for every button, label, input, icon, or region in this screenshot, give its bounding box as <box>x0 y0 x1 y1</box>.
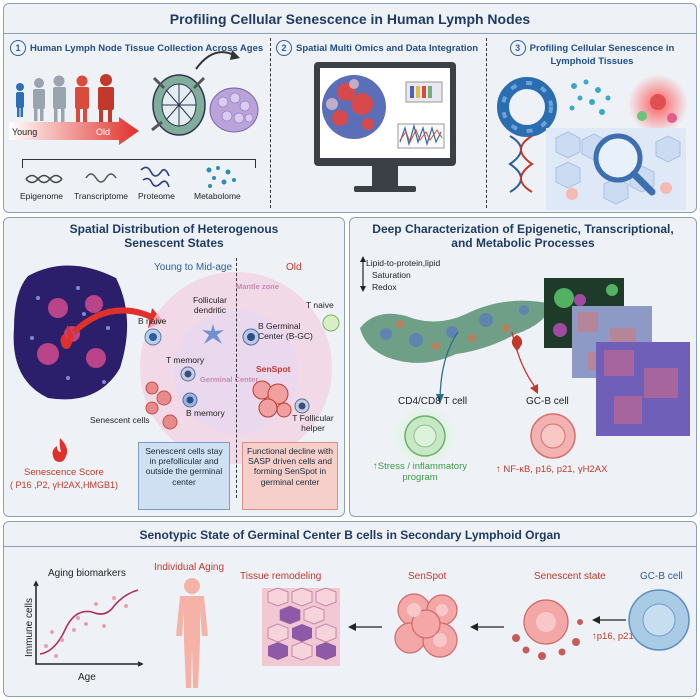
omics-label-epigenome: Epigenome <box>20 191 64 201</box>
panel-title: Deep Characterization of Epigenetic, Tra… <box>372 222 674 251</box>
flame-icon <box>60 325 74 349</box>
senspot-label: SenSpot <box>408 571 447 582</box>
monitor-icon <box>314 62 456 192</box>
legend-item-1: Lipid-to-protein,lipid <box>366 258 441 268</box>
tfh-label: T Follicular helper <box>292 413 334 433</box>
individual-aging-label: Individual Aging <box>154 562 225 573</box>
legend-arrow-icon <box>360 256 366 292</box>
t-cell-icon <box>393 404 457 468</box>
graph-xlabel: Age <box>78 672 96 683</box>
senspot-cluster-icon <box>394 593 458 658</box>
magnifier-icon <box>546 128 686 210</box>
metabolome-icon <box>206 166 236 188</box>
omics-label-metabolome: Metabolome <box>194 191 241 201</box>
donut-ring-icon <box>497 77 557 137</box>
t-memory-label: T memory <box>166 355 205 365</box>
aging-biomarker-graph <box>33 580 144 667</box>
branch-arrows <box>436 331 538 404</box>
particles-icon <box>569 79 611 115</box>
senescent-glow-icon <box>628 74 688 134</box>
people-icon <box>16 74 114 122</box>
gc-b-effect: ↑ NF-κB, p16, p21, γH2AX <box>496 464 608 475</box>
senescent-state-icon <box>512 599 583 660</box>
gcb-cell-icon <box>628 589 690 651</box>
t-cell-effect: ↑Stress / inflammatory program <box>373 461 467 483</box>
age-old-label: Old <box>96 127 111 137</box>
omics-bracket <box>22 159 256 168</box>
arrow-to-senspot <box>470 623 504 631</box>
tissue-remodeling-label: Tissue remodeling <box>240 571 322 582</box>
panel-spatial-distribution: Spatial Distribution of Heterogenous Sen… <box>3 217 345 517</box>
omics-label-proteome: Proteome <box>138 191 175 201</box>
b-gc-label: B Germinal Center (B-GC) <box>258 321 313 341</box>
old-summary-box: Functional decline with SASP driven cell… <box>242 442 338 510</box>
legend-item-3: Redox <box>372 282 397 292</box>
age-young-label: Young <box>12 127 38 137</box>
stacked-images <box>544 278 690 436</box>
b-gc-cell <box>242 328 260 346</box>
panel-title: Senotypic State of Germinal Center B cel… <box>139 528 561 542</box>
senescent-cells-cluster <box>145 381 178 430</box>
age-arrow <box>9 117 139 145</box>
proteome-icon <box>140 166 170 188</box>
tissue-arrow <box>195 50 240 70</box>
senspot-cluster <box>252 380 292 418</box>
group-old-label: Old <box>286 262 302 273</box>
arrow-to-senescent <box>592 616 626 624</box>
tissue-section-icon <box>209 87 259 133</box>
panel-title: Spatial Distribution of Heterogenous Sen… <box>69 222 279 251</box>
senspot-label: SenSpot <box>256 364 291 374</box>
lymph-node-icon <box>151 74 206 136</box>
graph-title: Aging biomarkers <box>48 568 126 579</box>
score-flame-icon <box>52 438 68 462</box>
senescence-score-title: Senescence Score <box>24 467 104 478</box>
tfh-cell <box>294 398 310 414</box>
panel-profiling: Profiling Cellular Senescence in Human L… <box>3 3 697 213</box>
b-naive-label: B naive <box>138 316 167 326</box>
senescence-score-markers: ( P16 ,P2, γH2AX,HMGB1) <box>10 480 119 490</box>
t-naive-label: T naive <box>306 300 334 310</box>
senescent-state-label: Senescent state <box>534 571 606 582</box>
dna-helix-icon <box>508 135 534 193</box>
mantle-zone-label: Mantle zone <box>236 282 279 291</box>
gcb-cell-label: GC-B cell <box>640 571 683 582</box>
panel-deep-characterization: Deep Characterization of Epigenetic, Tra… <box>349 217 697 517</box>
t-memory-cell <box>180 366 196 382</box>
b-naive-cell <box>144 328 162 346</box>
transcriptome-icon <box>85 173 117 183</box>
germinal-center-label: Germinal Center <box>200 375 259 384</box>
t-naive-cell <box>322 314 340 332</box>
panel-title: Profiling Cellular Senescence in Human L… <box>169 11 531 27</box>
fdc-cell <box>202 324 224 344</box>
arrow-to-tissue <box>348 623 382 631</box>
gc-b-cell-icon <box>530 413 576 459</box>
fdc-label: Follicular dendritic <box>192 295 227 315</box>
omics-label-transcriptome: Transcriptome <box>74 191 129 201</box>
group-young-label: Young to Mid-age <box>154 262 233 273</box>
gc-b-label: GC-B cell <box>526 396 569 407</box>
spatial-map <box>360 300 552 363</box>
spatial-pin-icon <box>511 335 523 351</box>
tissue-remodeling-icon <box>262 587 340 666</box>
human-body-icon <box>176 578 208 688</box>
b-memory-label: B memory <box>186 408 225 418</box>
dna-icon <box>25 174 63 184</box>
young-summary-box: Senescent cells stay in prefollicular an… <box>138 442 230 510</box>
legend-item-2: Saturation <box>372 270 411 280</box>
b-memory-cell <box>182 392 198 408</box>
panel-senotypic-state: Senotypic State of Germinal Center B cel… <box>3 521 697 697</box>
p16-p21-markers: ↑p16, p21 <box>592 631 634 642</box>
cd4-cd8-label: CD4/CD8 T cell <box>398 396 468 407</box>
senescent-cells-label: Senescent cells <box>90 415 150 425</box>
graph-ylabel: Immune cells <box>23 598 35 657</box>
